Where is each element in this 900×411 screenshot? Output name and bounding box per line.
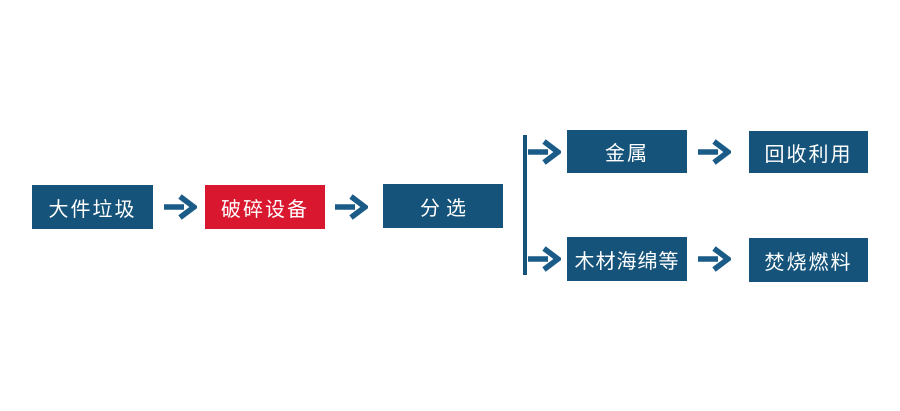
node-incineration-fuel-label: 焚烧燃料 [764, 251, 853, 274]
node-bulky-waste-label: 大件垃圾 [48, 198, 137, 221]
arrow-right-icon [697, 245, 731, 273]
node-incineration-fuel: 焚烧燃料 [749, 238, 868, 282]
branch-connector-line [523, 135, 527, 275]
node-crushing-equipment-label: 破碎设备 [221, 198, 309, 221]
node-wood-sponge: 木材海绵等 [567, 237, 687, 281]
node-recycling: 回收利用 [749, 131, 868, 173]
node-metal: 金属 [567, 130, 687, 173]
node-sorting-label: 分选 [420, 197, 472, 220]
arrow-right-icon [163, 193, 197, 221]
node-metal-label: 金属 [605, 143, 649, 165]
arrow-right-icon [334, 193, 368, 221]
node-recycling-label: 回收利用 [764, 143, 853, 166]
node-wood-sponge-label: 木材海绵等 [574, 250, 680, 273]
arrow-right-icon [697, 138, 731, 166]
arrow-right-icon [527, 245, 561, 273]
node-bulky-waste: 大件垃圾 [32, 185, 153, 229]
node-crushing-equipment: 破碎设备 [205, 185, 325, 229]
node-sorting: 分选 [383, 184, 503, 228]
arrow-right-icon [527, 138, 561, 166]
